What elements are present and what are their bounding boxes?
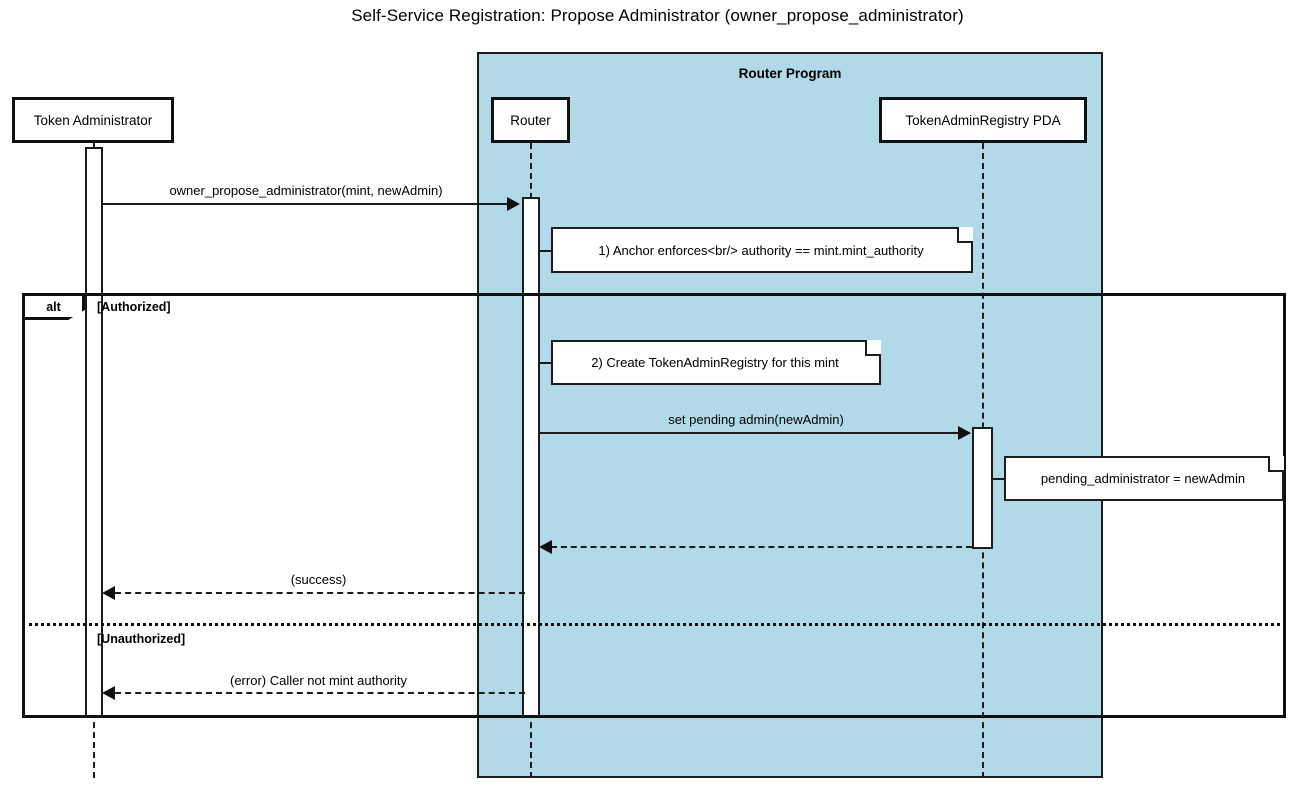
arrowhead-icon-owner-propose-administrator <box>507 197 520 211</box>
note-pending-administrator: pending_administrator = newAdmin <box>1004 456 1284 501</box>
arrowhead-icon-error <box>102 686 115 700</box>
fragment-divider <box>22 623 1286 626</box>
note-connector-1 <box>540 250 552 252</box>
participant-label: TokenAdminRegistry PDA <box>905 112 1061 128</box>
arrowhead-icon-pda-return <box>539 540 552 554</box>
note-connector-2 <box>540 362 552 364</box>
participant-label: Token Administrator <box>33 112 153 128</box>
message-line-owner-propose-administrator <box>103 203 509 205</box>
message-line-error <box>115 692 525 694</box>
message-line-pda-return <box>551 546 972 548</box>
activation-token-admin-registry-pda <box>972 427 993 549</box>
message-line-set-pending-admin <box>540 432 970 434</box>
note-fold-icon <box>1268 456 1284 472</box>
note-body <box>1004 456 1284 501</box>
note-create-token-admin-registry: 2) Create TokenAdminRegistry for this mi… <box>551 340 881 385</box>
fragment-condition-authorized: [Authorized] <box>97 300 171 314</box>
message-line-success <box>115 592 525 594</box>
page-title: Self-Service Registration: Propose Admin… <box>351 6 964 25</box>
message-label-error: (error) Caller not mint authority <box>230 673 407 688</box>
note-text: 1) Anchor enforces<br/> authority == min… <box>598 242 924 258</box>
note-anchor-enforces: 1) Anchor enforces<br/> authority == min… <box>551 227 973 273</box>
participant-label: Router <box>510 112 551 128</box>
message-label-owner-propose-administrator: owner_propose_administrator(mint, newAdm… <box>169 183 443 198</box>
fragment-alt <box>22 293 1286 718</box>
note-fold-icon <box>957 227 973 243</box>
fragment-condition-unauthorized: [Unauthorized] <box>97 632 186 646</box>
participant-token-admin-registry-pda[interactable]: TokenAdminRegistry PDA <box>879 97 1087 143</box>
participant-token-administrator[interactable]: Token Administrator <box>12 97 174 143</box>
note-text: pending_administrator = newAdmin <box>1040 471 1246 486</box>
note-text: 2) Create TokenAdminRegistry for this mi… <box>591 355 839 370</box>
group-box-router-program: Router Program <box>477 52 1103 778</box>
arrowhead-icon-success <box>102 586 115 600</box>
group-box-label: Router Program <box>738 66 842 81</box>
message-label-success: (success) <box>290 572 347 587</box>
participant-router[interactable]: Router <box>491 97 570 143</box>
note-connector-3 <box>993 478 1005 480</box>
note-body <box>551 227 973 273</box>
message-label-set-pending-admin: set pending admin(newAdmin) <box>668 412 844 427</box>
arrowhead-icon-set-pending-admin <box>958 426 971 440</box>
note-body <box>551 340 881 385</box>
note-fold-icon <box>865 340 881 356</box>
